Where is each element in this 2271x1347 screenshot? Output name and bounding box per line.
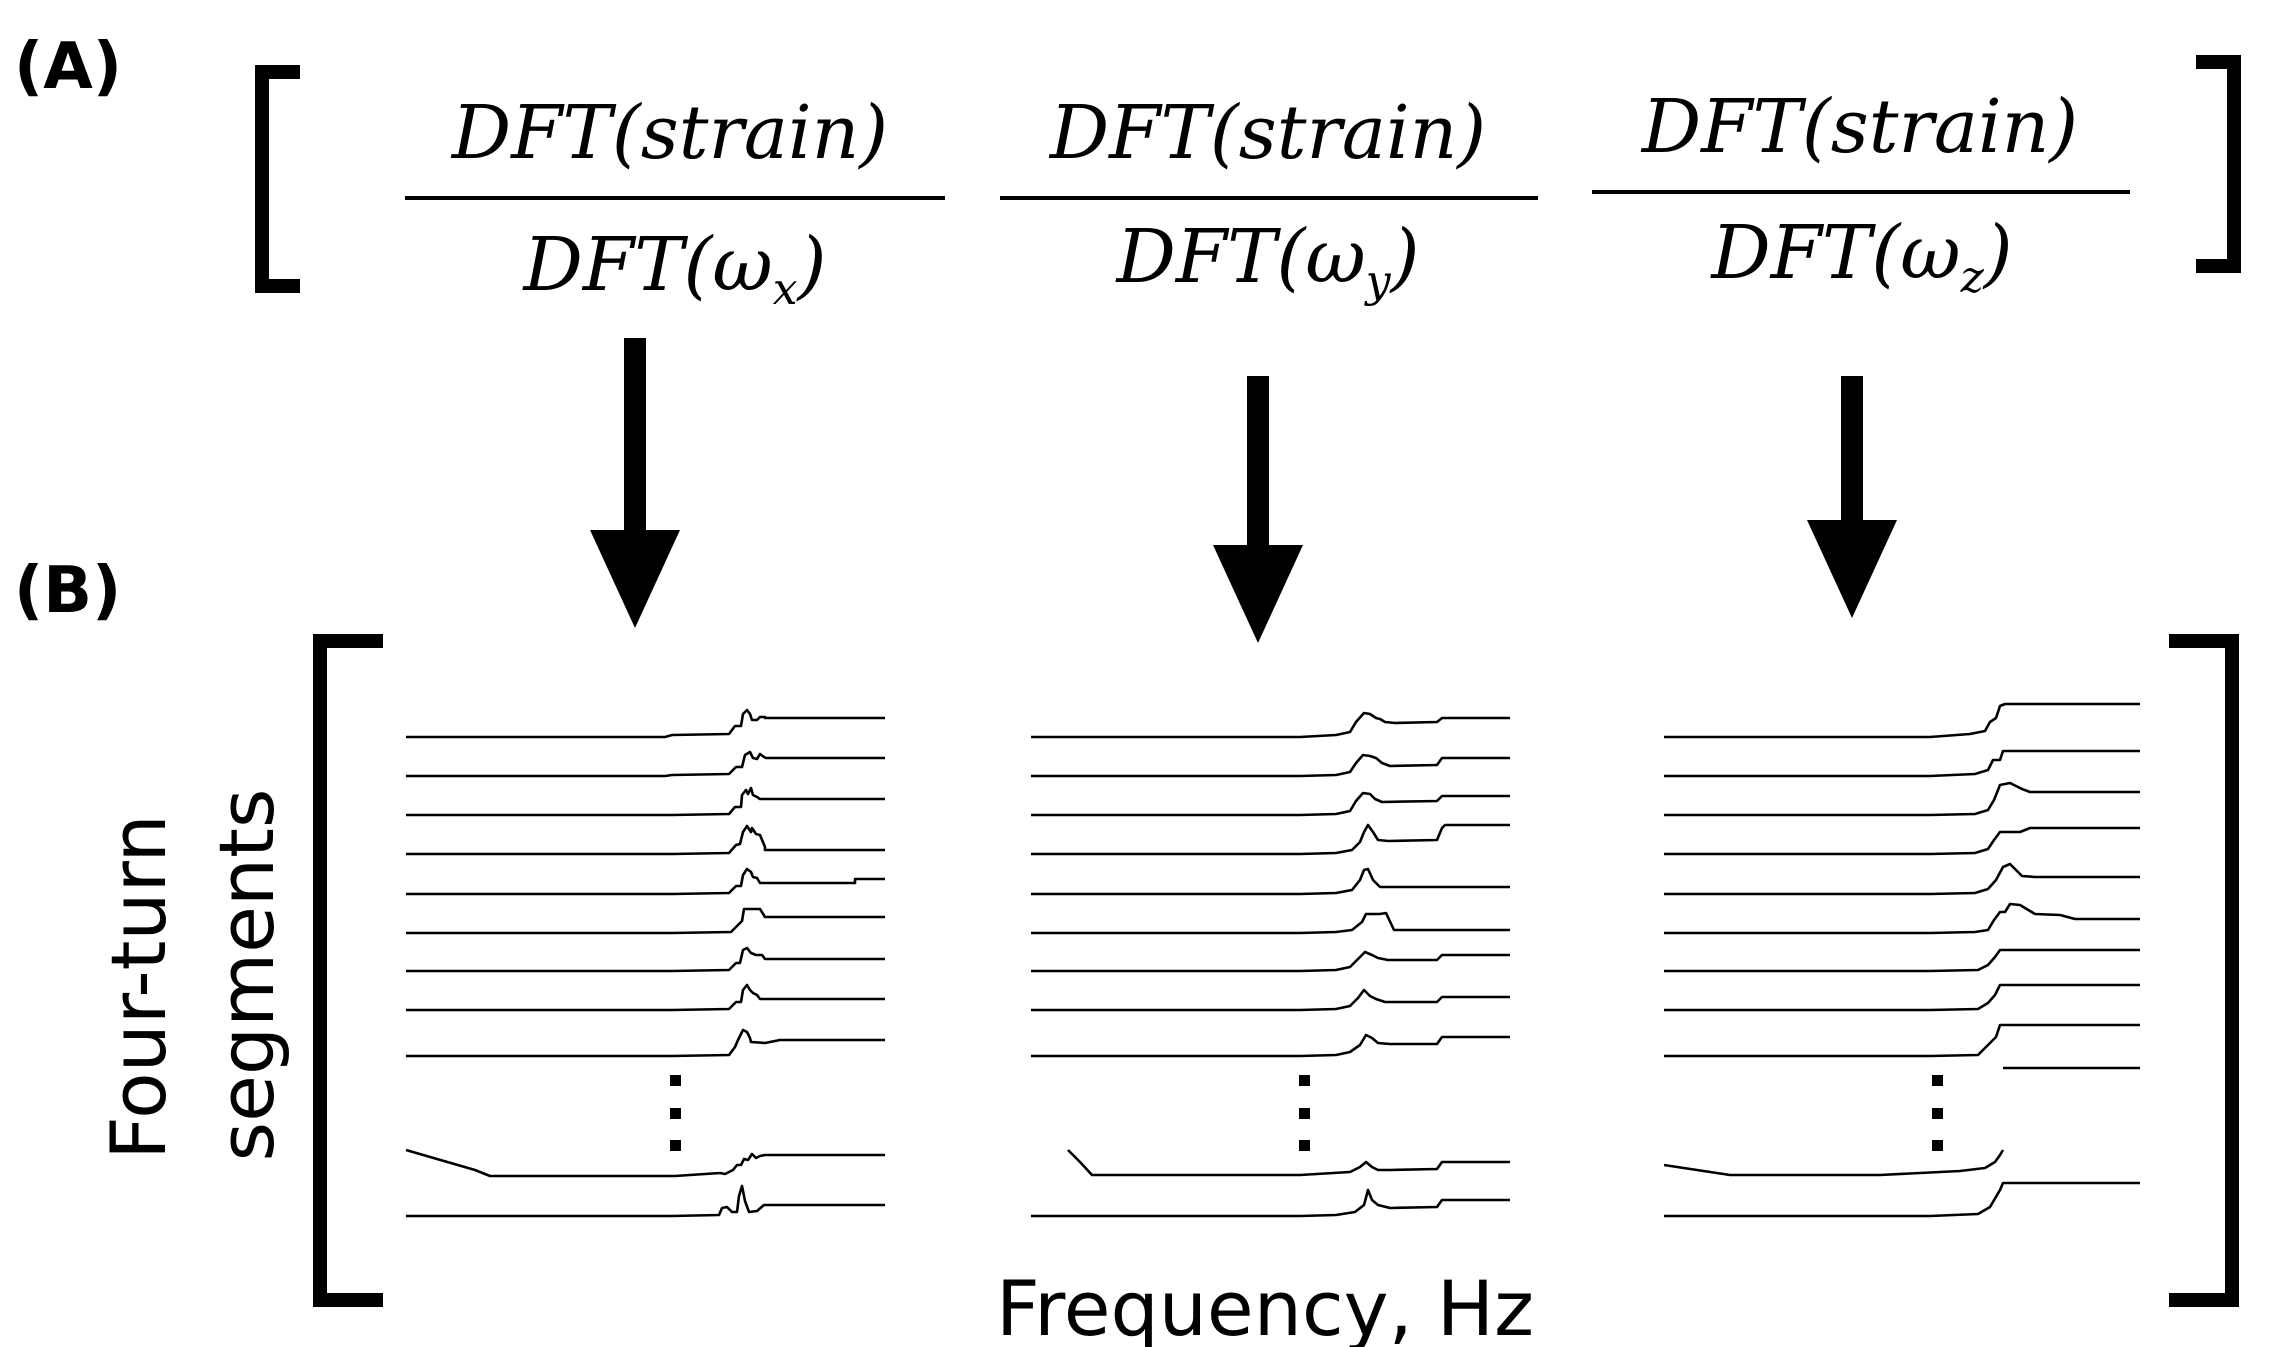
fraction-x-numerator: DFT(strain)	[450, 90, 888, 176]
trace-y-8	[1031, 988, 1510, 1012]
trace-z-11	[1663, 1149, 2005, 1177]
fraction-z: DFT(strain) DFT(ωz)	[1592, 84, 2130, 303]
matrix-left-bracket	[313, 634, 383, 1307]
y-axis-label: Four-turn segments	[94, 789, 291, 1162]
trace-x-1	[406, 708, 885, 739]
trace-x-2	[406, 750, 885, 778]
fraction-z-denominator: DFT(ωz)	[1709, 210, 2012, 303]
arrow-y	[1213, 376, 1303, 643]
fraction-x: DFT(strain) DFT(ωx)	[405, 90, 945, 315]
fraction-y-numerator: DFT(strain)	[1048, 90, 1486, 176]
trace-y-1	[1031, 711, 1510, 739]
trace-x-5	[406, 867, 885, 896]
trace-x-10	[405, 1148, 885, 1178]
trace-y-7	[1031, 950, 1510, 973]
trace-y-6	[1031, 911, 1510, 935]
trace-y-5	[1031, 867, 1510, 896]
vector-left-bracket	[255, 65, 300, 293]
fraction-y-denominator: DFT(ωy)	[1115, 214, 1420, 307]
fraction-y: DFT(strain) DFT(ωy)	[1000, 90, 1538, 307]
fraction-z-numerator: DFT(strain)	[1640, 84, 2078, 170]
trace-z-2	[1664, 749, 2140, 778]
trace-x-3	[406, 786, 885, 817]
trace-y-2	[1031, 753, 1510, 778]
trace-x-11	[406, 1184, 885, 1218]
trace-x-8	[406, 983, 885, 1012]
trace-y-11	[1031, 1188, 1510, 1218]
trace-z-12	[1664, 1181, 2140, 1218]
fraction-x-denominator: DFT(ωx)	[522, 222, 827, 315]
trace-z-3	[1664, 781, 2140, 817]
trace-z-6	[1664, 902, 2140, 935]
vector-right-bracket	[2196, 55, 2241, 273]
trace-x-9	[406, 1028, 885, 1058]
panel-b-label: (B)	[14, 554, 121, 628]
arrow-z	[1807, 376, 1897, 618]
trace-x-7	[406, 946, 885, 973]
trace-z-4	[1664, 826, 2140, 856]
trace-x-6	[406, 907, 885, 935]
trace-z-1	[1664, 702, 2140, 739]
trace-z-9	[1664, 1023, 2140, 1058]
ellipsis-y	[1299, 1075, 1310, 1151]
spectra-column-x	[405, 708, 885, 1218]
trace-y-3	[1031, 791, 1510, 817]
spectra-column-z	[1663, 702, 2140, 1218]
x-axis-label: Frequency, Hz	[996, 1264, 1534, 1347]
trace-z-8	[1664, 983, 2140, 1012]
trace-z-7	[1664, 948, 2140, 973]
trace-x-4	[406, 824, 885, 856]
trace-y-4	[1031, 823, 1510, 856]
ellipsis-x	[670, 1075, 681, 1151]
matrix-right-bracket	[2169, 634, 2239, 1307]
spectra-column-y	[1031, 711, 1510, 1218]
panel-a-label: (A)	[14, 30, 122, 104]
arrow-x	[590, 338, 680, 628]
trace-z-5	[1664, 862, 2140, 896]
ellipsis-z	[1932, 1075, 1943, 1151]
trace-y-10	[1067, 1149, 1510, 1177]
trace-y-9	[1031, 1033, 1510, 1058]
